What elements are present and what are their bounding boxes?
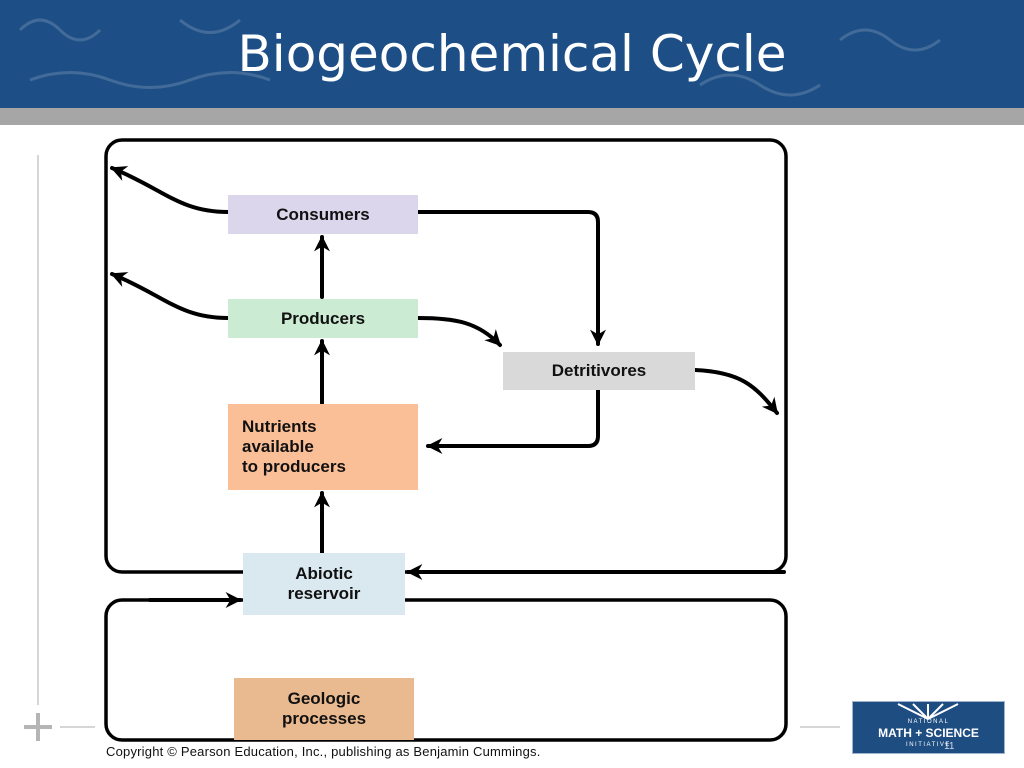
arrow-consumers-to-ecosystem-edge	[110, 166, 230, 214]
arrow-consumers-to-detritivores	[416, 210, 606, 346]
page-number: 11	[944, 741, 955, 752]
nutrients-label: Nutrients available to producers	[242, 417, 346, 476]
slide-header: Biogeochemical Cycle	[0, 0, 1024, 108]
abiotic-reservoir-node: Abiotic reservoir	[243, 553, 405, 615]
math-science-initiative-logo: NATIONAL MATH + SCIENCE INITIATIVE	[852, 701, 1005, 754]
plus-mark	[24, 713, 52, 741]
geologic-processes-node: Geologic processes	[234, 678, 414, 740]
header-divider-bar	[0, 108, 1024, 125]
consumers-node: Consumers	[228, 195, 418, 234]
detritivores-label: Detritivores	[551, 361, 647, 380]
arrow-producers-to-ecosystem-edge	[110, 272, 230, 320]
producers-node: Producers	[228, 299, 418, 338]
copyright-notice: Copyright © Pearson Education, Inc., pub…	[106, 744, 541, 759]
consumers-label: Consumers	[276, 204, 370, 224]
geologic-loop-border	[104, 598, 788, 742]
arrow-detritivores-to-nutrients	[426, 388, 600, 454]
sunburst-icon	[897, 703, 959, 720]
slide-margin-guides	[37, 155, 840, 728]
logo-line-initiative: INITIATIVE	[906, 742, 951, 748]
producers-label: Producers	[280, 308, 366, 328]
logo-line-national: NATIONAL	[907, 719, 950, 725]
detritivores-node: Detritivores	[503, 352, 695, 390]
arrow-detritivores-to-ecosystem-edge	[693, 368, 779, 415]
header-background-texture	[18, 18, 941, 97]
logo-line-math-science: MATH + SCIENCE	[878, 726, 979, 740]
slide-title: Biogeochemical Cycle	[237, 25, 787, 83]
abiotic-reservoir-label: Abiotic reservoir	[287, 564, 361, 603]
nutrients-node: Nutrients available to producers	[228, 404, 418, 490]
arrow-producers-to-detritivores	[416, 316, 502, 347]
geologic-processes-label: Geologic processes	[281, 689, 367, 728]
